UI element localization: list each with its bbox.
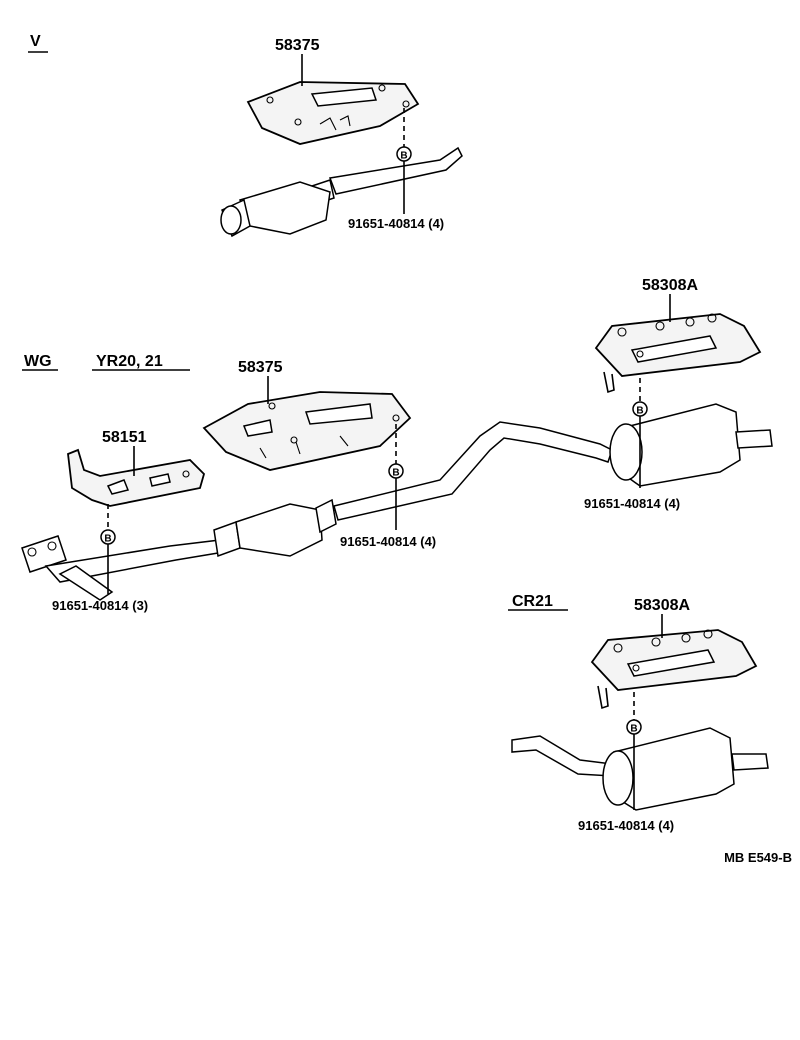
- bolt-b-letter-top: B: [400, 151, 407, 162]
- section-wg: WG YR20, 21: [21, 277, 773, 613]
- section-label-cr21: CR21: [512, 593, 553, 610]
- part-label-58308a-bottom: 58308A: [634, 597, 690, 614]
- exhaust-pipe-v: [220, 146, 463, 238]
- heat-insulator-58375-top: [246, 81, 420, 145]
- intermediate-pipe: [333, 421, 613, 521]
- bolt-label-top: 91651-40814 (4): [348, 216, 444, 231]
- bolt-label-bottom: 91651-40814 (4): [578, 818, 674, 833]
- bolt-b-letter-mid: B: [392, 468, 399, 479]
- muffler-bottom: [511, 727, 769, 811]
- bolt-label-left: 91651-40814 (3): [52, 598, 148, 613]
- catalytic-converter-mid: [213, 498, 337, 558]
- reference-code: MB E549-B: [724, 850, 792, 865]
- heat-insulator-58308a-right: [594, 313, 762, 394]
- front-exhaust-pipe: [21, 535, 225, 601]
- section-v: V 58375 B 91651-40814 (4): [28, 33, 463, 238]
- heat-insulator-58151: [67, 448, 206, 507]
- bolt-b-letter-left: B: [104, 534, 111, 545]
- bolt-b-letter-right: B: [636, 406, 643, 417]
- section-cr21: CR21 58308A B 91651-40814 (4): [508, 593, 769, 833]
- bolt-b-letter-bottom: B: [630, 724, 637, 735]
- section-label-v: V: [30, 33, 41, 50]
- muffler-right: [609, 403, 773, 487]
- part-label-58375-top: 58375: [275, 37, 320, 54]
- bolt-label-mid: 91651-40814 (4): [340, 534, 436, 549]
- section-label-yr: YR20, 21: [96, 353, 163, 370]
- part-label-58151: 58151: [102, 429, 147, 446]
- heat-insulator-58308a-bottom: [590, 629, 758, 710]
- heat-insulator-58375-mid: [202, 391, 412, 471]
- section-label-wg: WG: [24, 353, 52, 370]
- part-label-58375-mid: 58375: [238, 359, 283, 376]
- bolt-label-right: 91651-40814 (4): [584, 496, 680, 511]
- part-label-58308a-right: 58308A: [642, 277, 698, 294]
